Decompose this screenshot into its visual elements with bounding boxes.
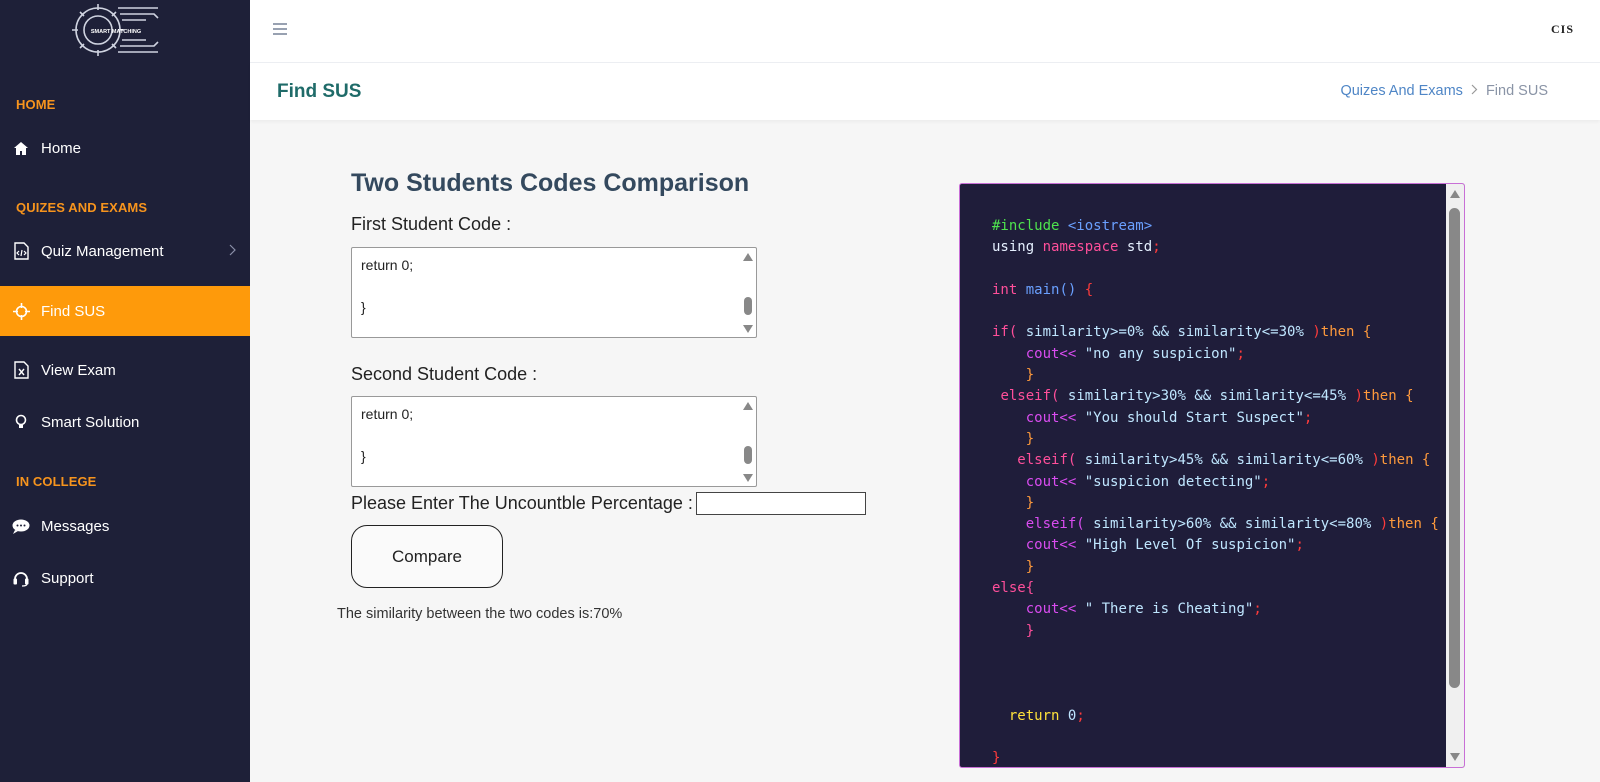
breadcrumb-link-quizes[interactable]: Quizes And Exams <box>1340 83 1463 99</box>
svg-text:SMART MATCHING: SMART MATCHING <box>91 29 141 35</box>
sidebar-item-label: Find SUS <box>41 302 106 320</box>
section-title-quizes: QUIZES AND EXAMS <box>16 200 148 215</box>
sidebar-item-label: Smart Solution <box>41 413 140 431</box>
first-code-label: First Student Code : <box>351 214 512 234</box>
sidebar-item-label: Home <box>41 139 82 157</box>
sidebar-item-label: Messages <box>41 517 110 535</box>
scroll-down-arrow-icon[interactable] <box>1450 753 1460 761</box>
second-code-label: Second Student Code : <box>351 364 538 384</box>
breadcrumb: Quizes And Exams Find SUS <box>1340 83 1548 99</box>
chevron-right-icon <box>228 243 236 260</box>
scroll-down-arrow-icon[interactable] <box>743 325 753 333</box>
document-x-icon <box>12 361 30 379</box>
section-title-in-college: IN COLLEGE <box>16 474 97 489</box>
top-bar: CIS <box>250 0 1600 62</box>
breadcrumb-separator-icon <box>1471 83 1478 99</box>
first-code-line: } <box>361 299 366 315</box>
percentage-input[interactable] <box>695 492 866 515</box>
scroll-thumb[interactable] <box>744 297 752 315</box>
breadcrumb-current: Find SUS <box>1485 83 1548 99</box>
code-sample-panel: #include <iostream> using namespace std;… <box>959 183 1465 768</box>
code-file-icon <box>12 242 30 260</box>
second-code-line: } <box>361 448 366 464</box>
smart-matching-logo[interactable]: SMART MATCHING <box>68 0 168 64</box>
first-code-line: return 0; <box>361 257 414 273</box>
percentage-row: Please Enter The Uncountble Percentage : <box>351 492 866 515</box>
code-sample: #include <iostream> using namespace std;… <box>992 218 1439 767</box>
crosshair-icon <box>12 302 30 320</box>
compare-button[interactable]: Compare <box>351 525 503 588</box>
sidebar-item-messages[interactable]: Messages <box>0 501 250 551</box>
sidebar-item-label: Support <box>41 569 94 587</box>
first-code-scrollbar[interactable] <box>743 253 753 333</box>
scroll-up-arrow-icon[interactable] <box>743 253 753 261</box>
percentage-label: Please Enter The Uncountble Percentage : <box>351 493 693 513</box>
sidebar-item-label: Quiz Management <box>41 242 164 260</box>
sidebar-item-quiz-management[interactable]: Quiz Management <box>0 226 250 276</box>
first-code-textarea[interactable]: return 0; } <box>351 247 757 338</box>
page-header: Find SUS Quizes And Exams Find SUS <box>250 62 1600 120</box>
second-code-line: return 0; <box>361 406 414 422</box>
sidebar-item-support[interactable]: Support <box>0 553 250 603</box>
home-icon <box>12 139 30 157</box>
scroll-up-arrow-icon[interactable] <box>743 402 753 410</box>
scroll-down-arrow-icon[interactable] <box>743 474 753 482</box>
lightbulb-icon <box>12 413 30 431</box>
sidebar: SMART MATCHING HOME Home QUIZES AND EXAM… <box>0 0 250 782</box>
headset-icon <box>12 569 30 587</box>
hamburger-menu-icon[interactable] <box>272 22 288 36</box>
form-title: Two Students Codes Comparison <box>351 169 750 197</box>
sidebar-item-smart-solution[interactable]: Smart Solution <box>0 397 250 447</box>
code-panel-scrollbar[interactable] <box>1446 184 1464 767</box>
second-code-textarea[interactable]: return 0; } <box>351 396 757 487</box>
chat-bubble-icon <box>12 517 30 535</box>
scroll-thumb[interactable] <box>744 446 752 464</box>
sidebar-item-find-sus[interactable]: Find SUS <box>0 286 250 336</box>
page-title: Find SUS <box>277 81 362 102</box>
scroll-up-arrow-icon[interactable] <box>1450 190 1460 198</box>
sidebar-item-home[interactable]: Home <box>0 123 250 173</box>
scroll-thumb[interactable] <box>1449 208 1460 688</box>
sidebar-item-view-exam[interactable]: View Exam <box>0 345 250 395</box>
second-code-scrollbar[interactable] <box>743 402 753 482</box>
section-title-home: HOME <box>16 97 56 112</box>
brand-logo[interactable]: CIS <box>1550 22 1574 36</box>
similarity-result: The similarity between the two codes is:… <box>337 606 623 622</box>
sidebar-item-label: View Exam <box>41 361 116 379</box>
